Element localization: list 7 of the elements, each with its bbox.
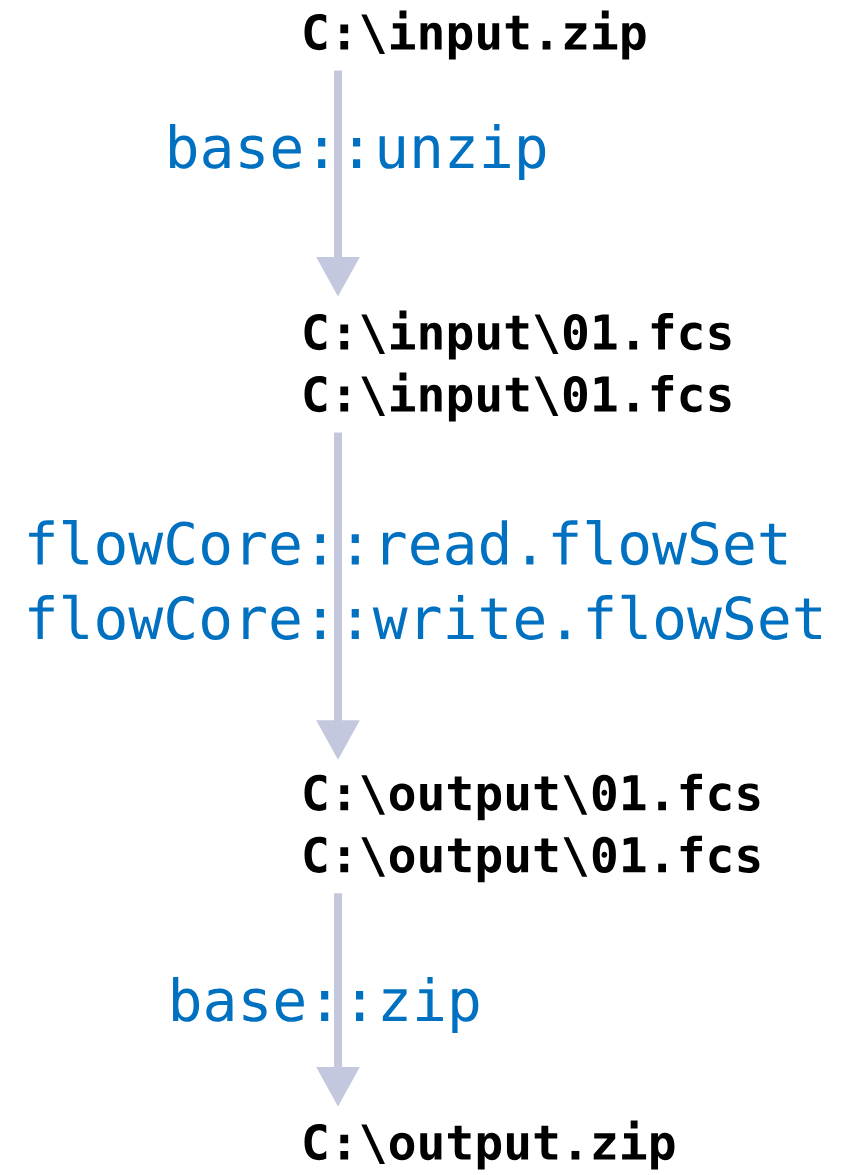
edge-label: base::unzip xyxy=(170,123,546,181)
file-path-text: C:\output\01.fcs C:\output\01.fcs xyxy=(304,773,760,883)
file-path-text: C:\input.zip xyxy=(304,10,646,60)
file-path-text: C:\output.zip xyxy=(304,1120,675,1170)
edge-label: base::zip xyxy=(173,976,479,1034)
file-path-text: C:\input\01.fcs C:\input\01.fcs xyxy=(304,310,731,422)
edge-label: flowCore::read.flowSet flowCore::write.flowSet xyxy=(29,520,821,640)
